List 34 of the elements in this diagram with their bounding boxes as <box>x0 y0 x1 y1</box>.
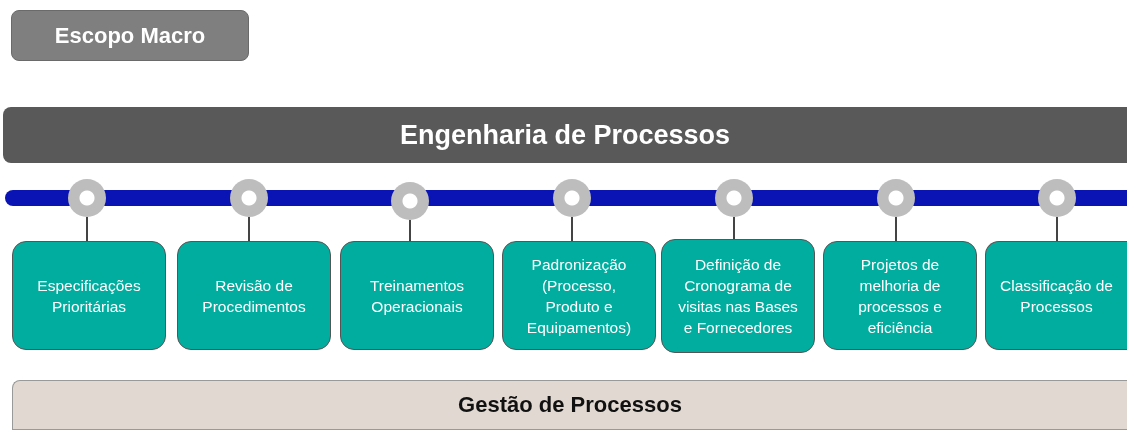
process-box <box>12 241 166 350</box>
band-title: Engenharia de Processos <box>399 119 731 151</box>
milestone-circle <box>877 179 915 217</box>
process-box <box>823 241 977 350</box>
connector-line <box>86 216 88 242</box>
connector-line <box>248 216 250 242</box>
connector-line <box>1056 216 1058 242</box>
box-label: Projetos de melhoria de processos e eficiência <box>857 254 943 338</box>
milestone-circle <box>230 179 268 217</box>
milestone-circle <box>553 179 591 217</box>
box-label: Classificação de Processos <box>1000 275 1113 317</box>
connector-line <box>733 216 735 240</box>
process-box <box>340 241 494 350</box>
process-box <box>985 241 1127 350</box>
box-label: Revisão de Procedimentos <box>201 275 307 317</box>
header-band <box>3 107 1127 163</box>
connector-line <box>409 219 411 242</box>
milestone-circle <box>715 179 753 217</box>
box-label: Treinamentos Operacionais <box>368 275 466 317</box>
process-box <box>177 241 331 350</box>
box-label: Definição de Cronograma de visitas nas Bases e Fornecedores <box>677 255 799 338</box>
tag-box <box>11 10 249 61</box>
band-title: Gestão de Processos <box>458 392 682 418</box>
process-box <box>661 239 815 353</box>
band-title: Escopo Macro <box>54 22 206 49</box>
milestone-circle <box>391 182 429 220</box>
process-box <box>502 241 656 350</box>
milestone-circle <box>68 179 106 217</box>
connector-line <box>895 216 897 242</box>
box-label: Padronização (Processo, Produto e Equipamentos) <box>525 254 633 338</box>
box-label: Especificações Prioritárias <box>36 275 142 317</box>
footer-band <box>12 380 1127 430</box>
milestone-circle <box>1038 179 1076 217</box>
connector-line <box>571 216 573 242</box>
